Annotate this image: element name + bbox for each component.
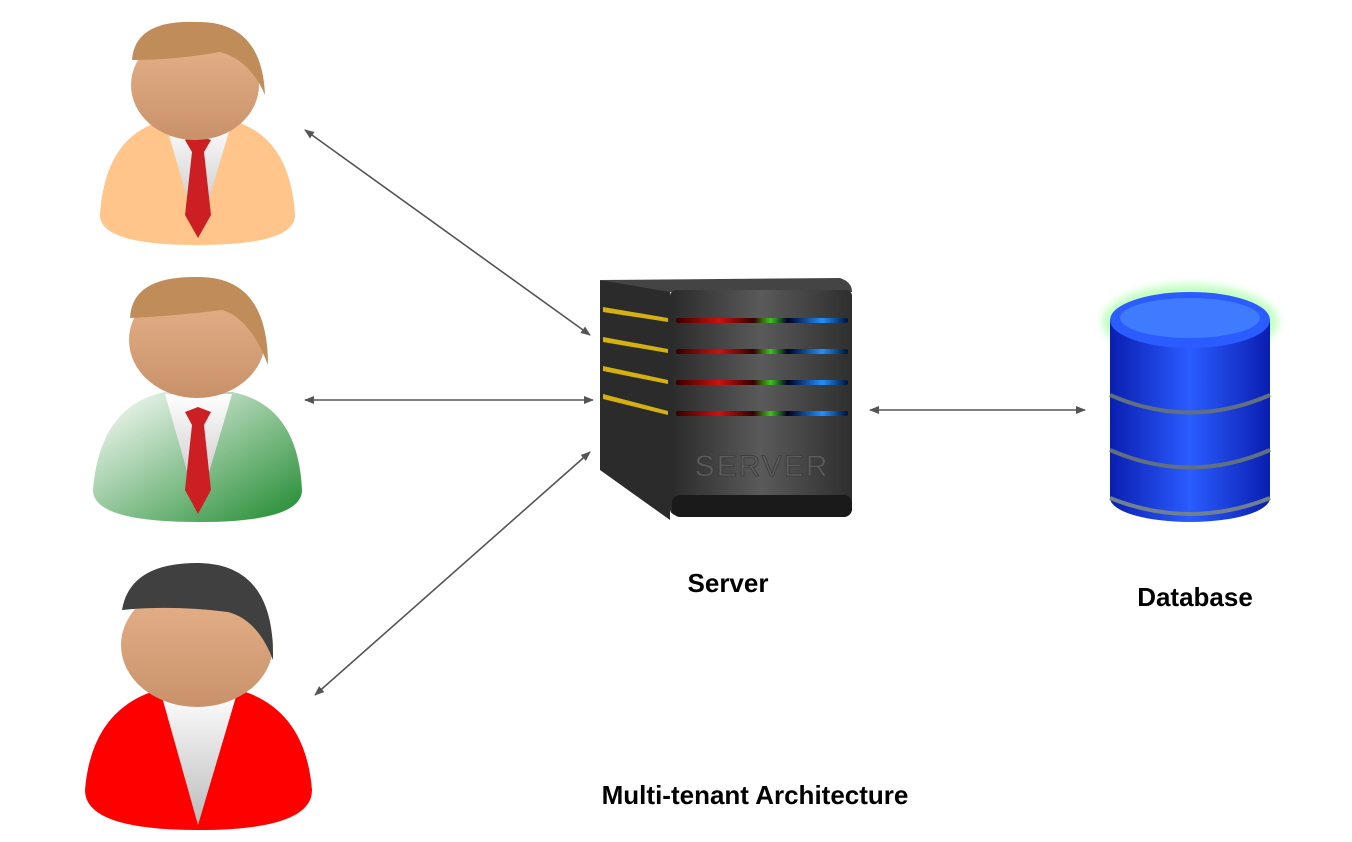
database-label: Database	[1137, 582, 1253, 612]
server-emboss-text: SERVER	[695, 450, 830, 483]
arrow-user1-server	[304, 129, 591, 336]
database-icon	[1102, 284, 1278, 522]
user-icon-2	[93, 276, 302, 522]
diagram-caption: Multi-tenant Architecture	[601, 780, 909, 810]
server-led-strips	[603, 307, 848, 416]
arrow-user3-server	[314, 451, 591, 696]
server-label: Server	[687, 568, 769, 598]
server-icon: SERVER	[600, 278, 852, 520]
user-icon-1	[100, 21, 295, 245]
user-icon-3	[85, 562, 312, 830]
